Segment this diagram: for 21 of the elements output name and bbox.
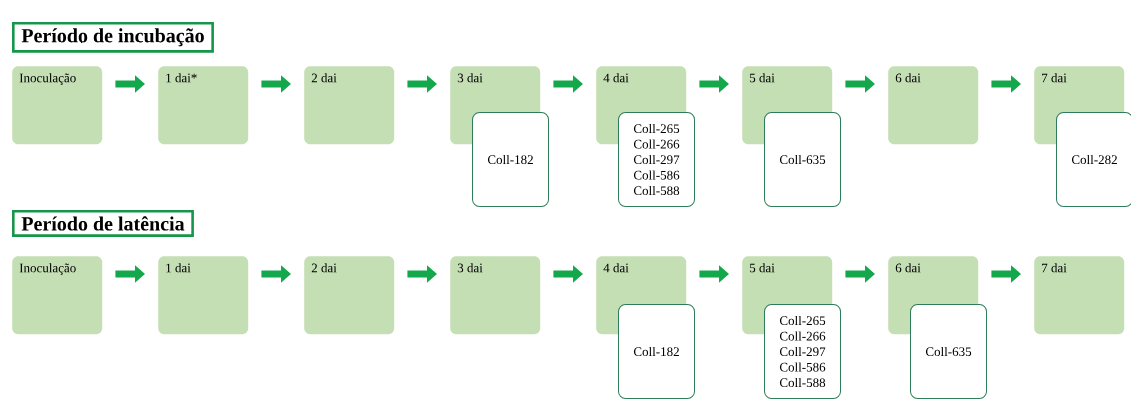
isolate-box: Coll-182 xyxy=(618,304,695,399)
stage-box: 6 dai xyxy=(888,66,979,145)
stage-box: Inoculação xyxy=(12,256,103,335)
heading-box: Período de incubação xyxy=(12,22,214,53)
isolate-box: Coll-635 xyxy=(764,112,841,207)
stage-box: 2 dai xyxy=(304,66,395,145)
isolate-box: Coll-265 Coll-266 Coll-297 Coll-586 Coll-588 xyxy=(618,112,695,207)
isolate-box: Coll-182 xyxy=(472,112,549,207)
isolate-box: Coll-282 xyxy=(1056,112,1131,207)
node-label: Coll-182 xyxy=(633,346,679,357)
stage-box: 1 dai* xyxy=(158,66,249,145)
node-label: Coll-635 xyxy=(925,346,972,357)
node-label: Coll-282 xyxy=(1071,154,1117,165)
stage-box: 7 dai xyxy=(1034,256,1125,335)
stage-box: 2 dai xyxy=(304,256,395,335)
stage-box: 1 dai xyxy=(158,256,249,335)
isolate-box: Coll-635 xyxy=(910,304,987,399)
stage-box: Inoculação xyxy=(12,66,103,145)
heading-box: Período de latência xyxy=(12,210,194,237)
stage-box: 3 dai xyxy=(450,256,541,335)
isolate-box: Coll-265 Coll-266 Coll-297 Coll-586 Coll-588 xyxy=(764,304,841,399)
